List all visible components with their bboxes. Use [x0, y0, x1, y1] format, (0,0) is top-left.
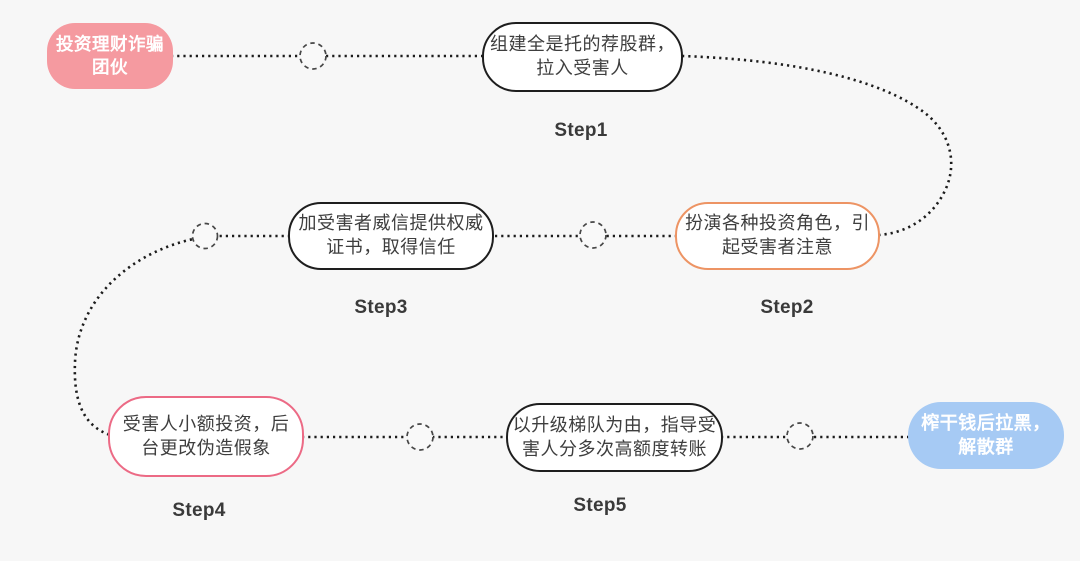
node-text-line: 证书，取得信任 — [326, 237, 456, 257]
node-step5-big-transfer: 以升级梯队为由，指导受 害人分多次高额度转账 — [506, 403, 723, 472]
node-step2-play-roles: 扮演各种投资角色，引 起受害者注意 — [675, 202, 880, 270]
node-text-line: 以升级梯队为由，指导受 — [512, 414, 717, 435]
step4-label: Step4 — [172, 500, 226, 521]
connector-joint — [786, 422, 814, 450]
node-text-line: 组建全是托的荐股群， — [490, 34, 675, 55]
node-text-line: 起受害者注意 — [722, 237, 833, 257]
connector-joint — [406, 423, 434, 451]
node-text-line: 解散群 — [958, 436, 1014, 457]
node-step3-gain-trust: 加受害者威信提供权威 证书，取得信任 — [288, 202, 494, 270]
node-text-line: 扮演各种投资角色，引 — [685, 213, 870, 234]
step5-label: Step5 — [573, 495, 627, 516]
node-step1-create-group: 组建全是托的荐股群， 拉入受害人 — [482, 22, 683, 92]
node-text-line: 团伙 — [92, 57, 128, 77]
node-text-line: 加受害者威信提供权威 — [298, 213, 484, 234]
node-step4-small-invest: 受害人小额投资，后 台更改伪造假象 — [108, 396, 304, 477]
step3-label: Step3 — [354, 297, 408, 318]
node-block-disband: 榨干钱后拉黑， 解散群 — [908, 402, 1064, 469]
node-text-line: 受害人小额投资，后 — [122, 413, 290, 434]
connector-joint — [299, 42, 327, 70]
node-text-line: 榨干钱后拉黑， — [921, 412, 1051, 433]
step2-label: Step2 — [760, 297, 814, 318]
link-joint-step4-arc — [73, 236, 199, 437]
connector-joint — [191, 222, 219, 250]
node-text-line: 投资理财诈骗 — [56, 33, 164, 54]
connector-joint — [579, 221, 607, 249]
node-text-line: 拉入受害人 — [536, 58, 629, 78]
node-text-line: 台更改伪造假象 — [141, 437, 271, 458]
node-fraud-gang: 投资理财诈骗 团伙 — [47, 23, 173, 89]
step1-label: Step1 — [554, 120, 608, 141]
link-step1-step2-arc — [681, 54, 953, 237]
node-text-line: 害人分多次高额度转账 — [522, 438, 707, 459]
